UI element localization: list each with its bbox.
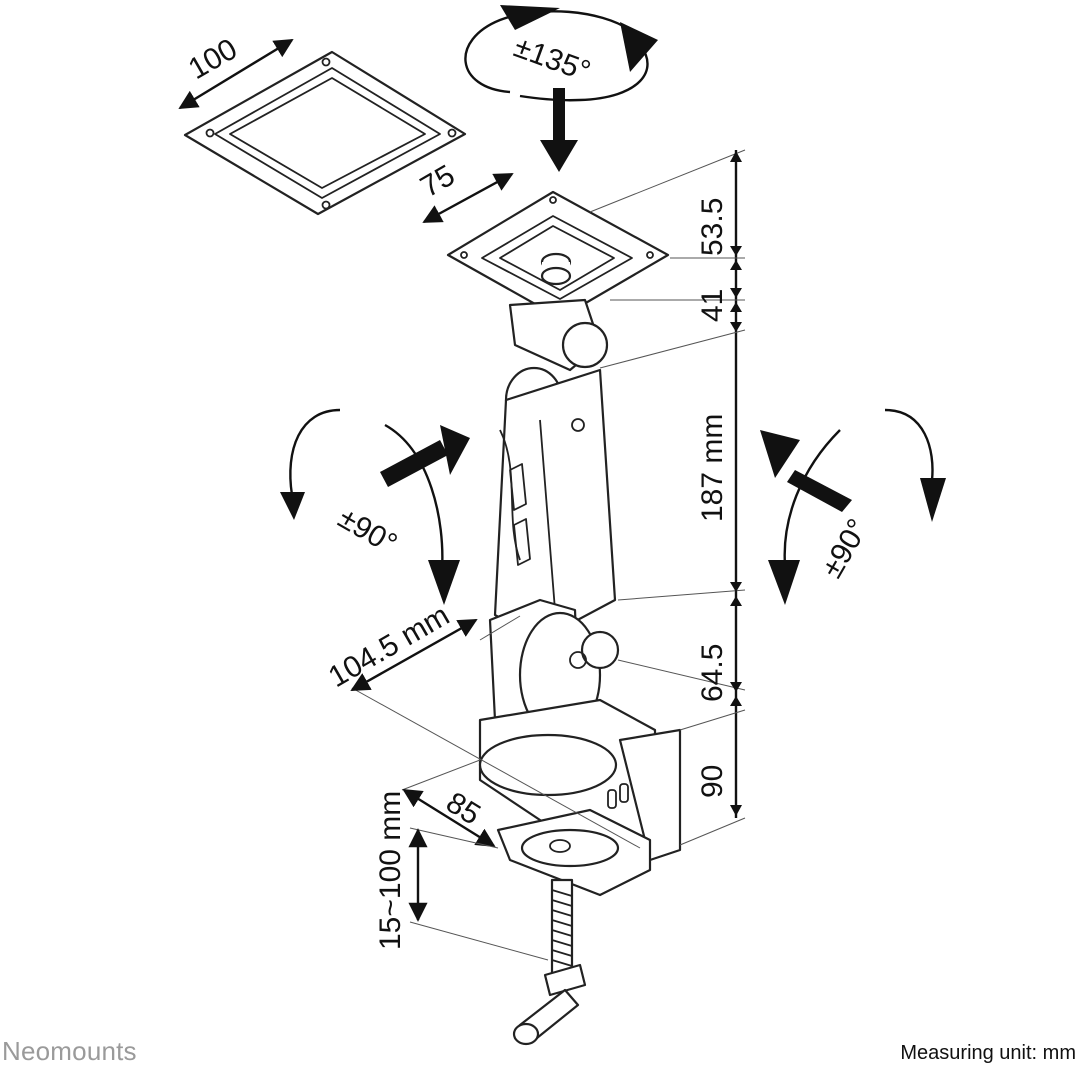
label-clamp-depth: 85: [440, 786, 486, 832]
label-reach-arm: 104.5 mm: [323, 599, 455, 694]
insert-arrow-icon: [540, 88, 578, 172]
label-height-clamp: 90: [696, 765, 729, 798]
label-clamp-range: 15~100 mm: [374, 791, 407, 950]
measuring-unit-note: Measuring unit: mm: [900, 1042, 1076, 1064]
vesa-plate-small: [446, 190, 670, 320]
label-height-lower-joint: 64.5: [696, 644, 729, 702]
label-tilt-left: ±90°: [333, 501, 403, 561]
main-arm: [493, 368, 617, 642]
clamp-base: [478, 698, 682, 897]
label-height-top-plate: 53.5: [696, 198, 729, 256]
tilt-arrow-right-icon: [760, 408, 946, 605]
clamp-screw: [512, 878, 587, 1046]
brand-logo: Neomounts: [2, 1036, 137, 1066]
label-plate-large: 100: [183, 32, 243, 86]
rotation-arrow-icon: [464, 5, 658, 102]
upper-joint: [504, 298, 609, 434]
label-height-arm: 187 mm: [696, 414, 729, 522]
height-dimension: [589, 149, 746, 846]
label-rotation-top: ±135°: [510, 31, 595, 89]
label-tilt-right: ±90°: [815, 513, 875, 583]
tilt-arrow-left-icon: [280, 408, 470, 605]
label-height-joint: 41: [696, 289, 729, 322]
label-plate-small: 75: [415, 159, 460, 204]
